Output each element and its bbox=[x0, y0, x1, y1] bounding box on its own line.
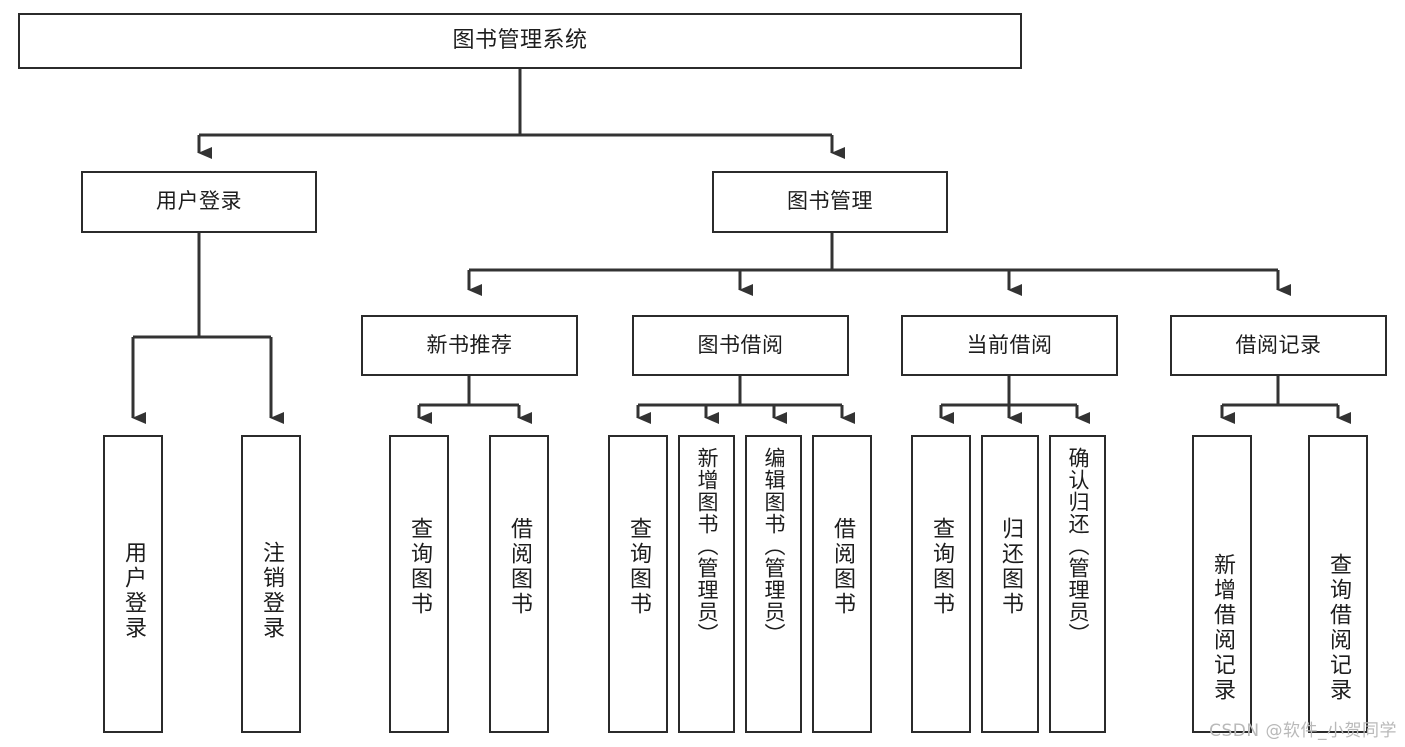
node-label: 借阅图书 bbox=[830, 517, 855, 617]
node-label: 图书管理 bbox=[787, 189, 873, 214]
node-root-book-management-system[interactable]: 图书管理系统 bbox=[18, 13, 1022, 69]
node-label: 借阅记录 bbox=[1235, 332, 1322, 357]
leaf-book-borrow-edit-book-admin[interactable]: 编辑图书（管理员） bbox=[745, 435, 802, 733]
node-label: 用户登录 bbox=[121, 541, 146, 641]
leaf-user-login-logout[interactable]: 注销登录 bbox=[241, 435, 301, 733]
node-label: 图书管理系统 bbox=[452, 27, 588, 53]
node-label: 借阅图书 bbox=[507, 517, 532, 617]
leaf-book-borrow-add-book-admin[interactable]: 新增图书（管理员） bbox=[678, 435, 735, 733]
leaf-borrow-records-add-record[interactable]: 新增借阅记录 bbox=[1192, 435, 1252, 733]
node-current-borrow[interactable]: 当前借阅 bbox=[901, 315, 1118, 376]
leaf-current-borrow-return-book[interactable]: 归还图书 bbox=[981, 435, 1039, 733]
leaf-user-login-signin[interactable]: 用户登录 bbox=[103, 435, 163, 733]
leaf-current-borrow-query-book[interactable]: 查询图书 bbox=[911, 435, 971, 733]
leaf-new-book-borrow-book[interactable]: 借阅图书 bbox=[489, 435, 549, 733]
node-user-login[interactable]: 用户登录 bbox=[81, 171, 317, 233]
node-borrow-records[interactable]: 借阅记录 bbox=[1170, 315, 1387, 376]
node-label: 新增借阅记录 bbox=[1210, 553, 1235, 703]
leaf-borrow-records-query-record[interactable]: 查询借阅记录 bbox=[1308, 435, 1368, 733]
node-book-management[interactable]: 图书管理 bbox=[712, 171, 948, 233]
node-label: 注销登录 bbox=[259, 541, 284, 641]
node-label: 编辑图书（管理员） bbox=[762, 447, 786, 645]
node-label: 确认归还（管理员） bbox=[1066, 447, 1090, 645]
node-label: 查询图书 bbox=[407, 517, 432, 617]
node-label: 用户登录 bbox=[156, 189, 242, 214]
node-label: 归还图书 bbox=[998, 517, 1023, 617]
node-label: 新书推荐 bbox=[426, 332, 513, 357]
node-label: 查询图书 bbox=[929, 517, 954, 617]
node-new-book-recommend[interactable]: 新书推荐 bbox=[361, 315, 578, 376]
leaf-book-borrow-query-book[interactable]: 查询图书 bbox=[608, 435, 668, 733]
csdn-watermark: CSDN @软件_小贺同学 bbox=[1209, 721, 1397, 741]
node-label: 查询借阅记录 bbox=[1326, 553, 1351, 703]
node-label: 当前借阅 bbox=[966, 332, 1053, 357]
leaf-book-borrow-borrow-book[interactable]: 借阅图书 bbox=[812, 435, 872, 733]
node-book-borrow[interactable]: 图书借阅 bbox=[632, 315, 849, 376]
node-label: 图书借阅 bbox=[697, 332, 784, 357]
leaf-current-borrow-confirm-return-admin[interactable]: 确认归还（管理员） bbox=[1049, 435, 1106, 733]
node-label: 新增图书（管理员） bbox=[695, 447, 719, 645]
leaf-new-book-query-book[interactable]: 查询图书 bbox=[389, 435, 449, 733]
node-label: 查询图书 bbox=[626, 517, 651, 617]
